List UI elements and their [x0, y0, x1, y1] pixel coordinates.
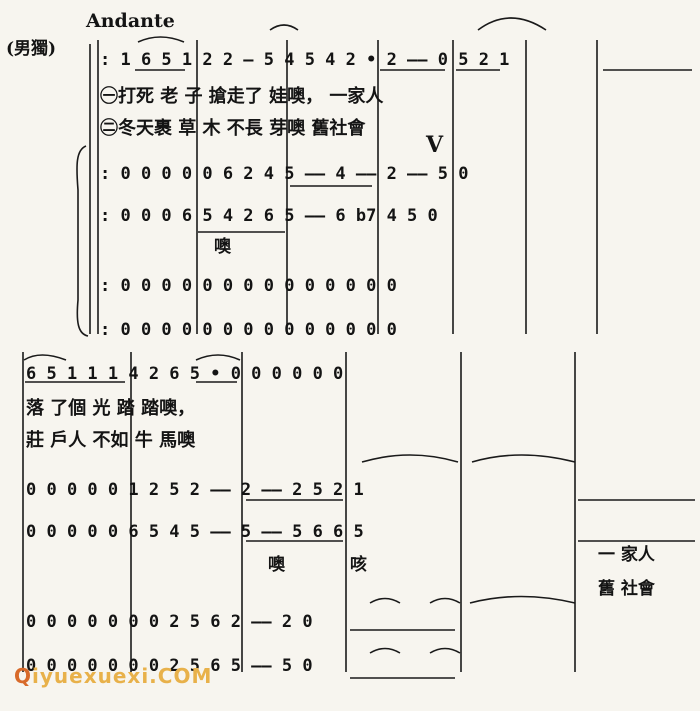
staff-4-line-1: : 0 0 0 0 0 0 0 0 0 0 0 0 0 0: [100, 320, 397, 340]
staff-2-line-2: 0 0 0 0 0 6 5 4 5 —— 5 —— 5 6 6 5: [26, 522, 364, 542]
lyric-verse-2-line-2: 莊 戶人 不如 牛 馬噢: [26, 430, 196, 451]
breath-mark-icon: V: [426, 132, 444, 158]
staff-1-line-2: 0 0 0 0 0 1 2 5 2 —— 2 —— 2 5 2 1: [26, 480, 364, 500]
voice-line-2: 6 5 1 1 1 4 2 6 5 • 0 0 0 0 0 0: [26, 364, 344, 384]
staff-2-lyric-a: 噢: [268, 555, 285, 575]
lyric-verse-2: ㊁冬天裹 草 木 不長 芽噢 舊社會: [100, 118, 366, 139]
staff-2-lyric-b: 咳: [350, 555, 367, 575]
voice-role-label: (男獨): [6, 39, 57, 59]
staff-4-line-2: 0 0 0 0 0 0 0 2 5 6 5 —— 5 0: [26, 656, 313, 676]
watermark-logo: Qiyuexuexi.COM: [14, 664, 213, 688]
staff-3-line-1: : 0 0 0 0 0 0 0 0 0 0 0 0 0 0: [100, 276, 397, 296]
lyric-verse-1: ㊀打死 老 子 搶走了 娃噢， 一家人: [100, 86, 384, 107]
staff-2-lyric-d: 舊 社會: [598, 579, 655, 599]
tempo-marking: Andante: [86, 10, 175, 32]
voice-line-1: : 1 6 5 1 2 2 — 5 4 5 4 2 • 2 —— 0 5 2 1: [100, 50, 510, 70]
staff-1-line-1: : 0 0 0 0 0 6 2 4 5 —— 4 —— 2 —— 5 0: [100, 164, 469, 184]
staff-2-line-1: : 0 0 0 6 5 4 2 6 5 —— 6 b7 4 5 0: [100, 206, 438, 226]
staff-3-line-2: 0 0 0 0 0 0 0 2 5 6 2 —— 2 0: [26, 612, 313, 632]
staff-2-lyric-c: 一 家人: [598, 545, 655, 565]
lyric-verse-1-line-2: 落 了個 光 踏 踏噢，: [26, 398, 196, 419]
staff-2-lyric: 噢: [214, 237, 231, 257]
